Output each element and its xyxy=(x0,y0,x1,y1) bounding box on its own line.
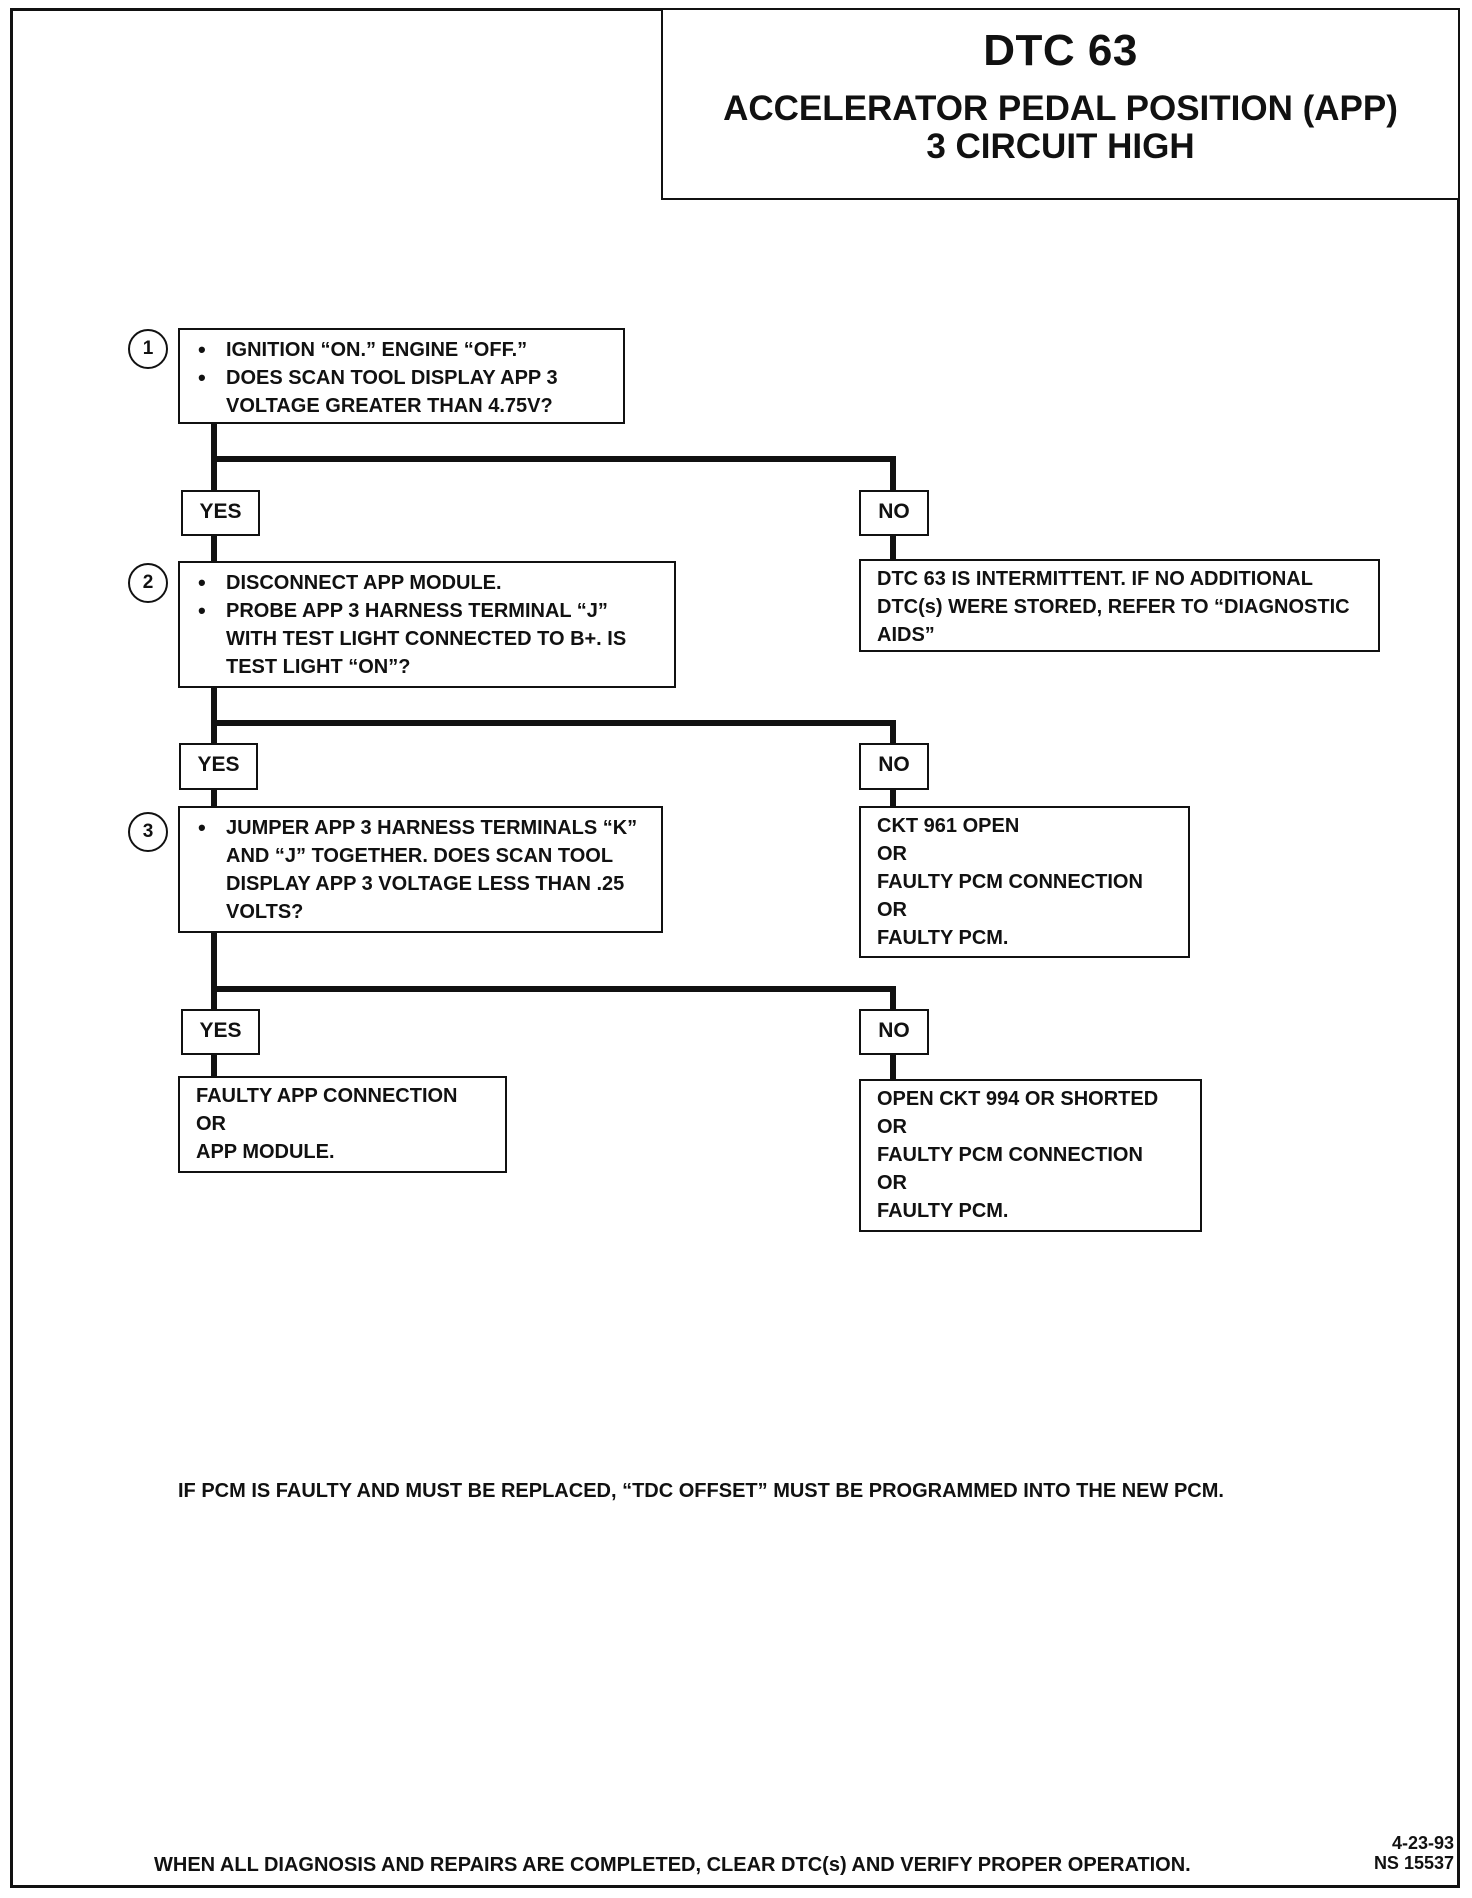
document-meta: 4-23-93 NS 15537 xyxy=(1374,1833,1454,1873)
connector-line xyxy=(890,456,896,500)
no-label: NO xyxy=(859,490,929,536)
subtitle-line-1: ACCELERATOR PEDAL POSITION (APP) xyxy=(723,89,1398,128)
result-line: FAULTY PCM. xyxy=(877,927,1009,949)
step-1-item: DOES SCAN TOOL DISPLAY APP 3 VOLTAGE GRE… xyxy=(180,364,623,420)
connector-line xyxy=(211,687,217,745)
result-line: FAULTY APP CONNECTION xyxy=(196,1085,458,1107)
connector-line xyxy=(211,933,217,1011)
result-line: FAULTY PCM CONNECTION xyxy=(877,871,1143,893)
connector-line xyxy=(890,986,896,1011)
result-line: OR xyxy=(877,1172,907,1194)
connector-line xyxy=(211,534,217,562)
result-line: OPEN CKT 994 OR SHORTED xyxy=(877,1088,1159,1110)
step-1-box: IGNITION “ON.” ENGINE “OFF.” DOES SCAN T… xyxy=(178,328,625,424)
no-label: NO xyxy=(859,743,929,790)
result-no-3: OPEN CKT 994 OR SHORTED OR FAULTY PCM CO… xyxy=(859,1079,1202,1232)
header-box: DTC 63 ACCELERATOR PEDAL POSITION (APP) … xyxy=(661,8,1460,200)
result-no-1: DTC 63 IS INTERMITTENT. IF NO ADDITIONAL… xyxy=(859,559,1380,652)
page-frame xyxy=(10,8,1460,1888)
step-1-item: IGNITION “ON.” ENGINE “OFF.” xyxy=(180,336,623,364)
connector-line xyxy=(890,720,896,745)
result-line: OR xyxy=(877,1116,907,1138)
document-ref: NS 15537 xyxy=(1373,1853,1454,1873)
result-yes-3: FAULTY APP CONNECTION OR APP MODULE. xyxy=(178,1076,507,1173)
no-label: NO xyxy=(859,1009,929,1055)
page-title: DTC 63 xyxy=(983,26,1138,75)
connector-line xyxy=(890,534,896,562)
yes-label: YES xyxy=(181,1009,260,1055)
result-text: DTC 63 IS INTERMITTENT. IF NO ADDITIONAL… xyxy=(877,568,1350,646)
result-line: CKT 961 OPEN xyxy=(877,815,1020,837)
result-line: FAULTY PCM. xyxy=(877,1200,1009,1222)
result-line: OR xyxy=(877,899,907,921)
footer-instruction: WHEN ALL DIAGNOSIS AND REPAIRS ARE COMPL… xyxy=(154,1854,1191,1876)
step-3-box: JUMPER APP 3 HARNESS TERMINALS “K” AND “… xyxy=(178,806,663,933)
footnote: IF PCM IS FAULTY AND MUST BE REPLACED, “… xyxy=(178,1480,1224,1502)
connector-line xyxy=(211,788,217,808)
step-2-box: DISCONNECT APP MODULE. PROBE APP 3 HARNE… xyxy=(178,561,676,688)
subtitle-line-2: 3 CIRCUIT HIGH xyxy=(926,127,1195,166)
connector-line xyxy=(890,1053,896,1081)
connector-line xyxy=(211,986,896,992)
step-3-item: JUMPER APP 3 HARNESS TERMINALS “K” AND “… xyxy=(180,814,661,926)
document-date: 4-23-93 xyxy=(1391,1833,1454,1853)
step-number: 1 xyxy=(128,329,168,369)
connector-line xyxy=(211,720,896,726)
yes-label: YES xyxy=(181,490,260,536)
result-line: OR xyxy=(877,843,907,865)
page-subtitle: ACCELERATOR PEDAL POSITION (APP) 3 CIRCU… xyxy=(663,90,1458,166)
result-line: OR xyxy=(196,1113,226,1135)
result-no-2: CKT 961 OPEN OR FAULTY PCM CONNECTION OR… xyxy=(859,806,1190,958)
connector-line xyxy=(211,1053,217,1078)
yes-label: YES xyxy=(179,743,258,790)
result-line: APP MODULE. xyxy=(196,1141,335,1163)
connector-line xyxy=(211,456,896,462)
step-2-item: DISCONNECT APP MODULE. xyxy=(180,569,674,597)
connector-line xyxy=(890,788,896,808)
step-2-item: PROBE APP 3 HARNESS TERMINAL “J” WITH TE… xyxy=(180,597,674,681)
result-line: FAULTY PCM CONNECTION xyxy=(877,1144,1143,1166)
step-number: 3 xyxy=(128,812,168,852)
step-number: 2 xyxy=(128,563,168,603)
